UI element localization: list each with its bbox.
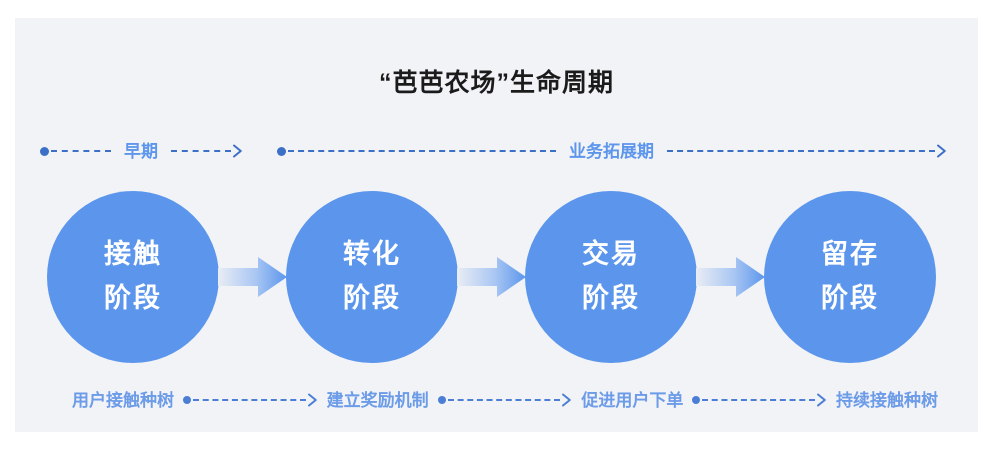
action-arrowhead-icon <box>307 393 317 407</box>
stage-label-line2: 阶段 <box>582 283 640 313</box>
action-connector-2 <box>437 393 573 407</box>
stage-circle-transaction[interactable]: 交易 阶段 <box>525 191 697 363</box>
action-connector-3 <box>692 393 827 407</box>
phase-dashed-line <box>171 150 231 152</box>
action-label-contact: 用户接触种树 <box>72 390 174 410</box>
stage-label-line1: 转化 <box>343 239 401 270</box>
flow-arrow-3 <box>696 254 766 300</box>
stage-label-line1: 交易 <box>582 239 640 270</box>
stage-label-line1: 接触 <box>104 239 162 270</box>
phase-segment-expansion: 业务拓展期 <box>277 134 947 168</box>
phase-dashed-line <box>667 150 935 152</box>
phase-label-early: 早期 <box>124 141 158 161</box>
phase-segment-early: 早期 <box>40 134 243 168</box>
action-arrowhead-icon <box>562 393 572 407</box>
action-connector-1 <box>183 393 318 407</box>
action-dashed-line <box>447 399 561 401</box>
stage-circle-conversion[interactable]: 转化 阶段 <box>286 191 458 363</box>
phase-arrowhead-icon <box>937 144 946 158</box>
action-dashed-line <box>193 399 306 401</box>
flow-arrow-1 <box>218 254 288 300</box>
phase-dashed-line <box>288 150 556 152</box>
action-arrowhead-icon <box>817 393 826 407</box>
action-start-dot-icon <box>692 396 701 404</box>
action-start-dot-icon <box>183 396 191 404</box>
stage-label-line2: 阶段 <box>343 283 401 313</box>
stage-circle-retention[interactable]: 留存 阶段 <box>764 191 936 363</box>
action-band: 用户接触种树 建立奖励机制 促进用户下单 <box>15 386 978 414</box>
stage-label-line2: 阶段 <box>104 283 162 313</box>
action-start-dot-icon <box>437 396 446 404</box>
phase-label-expansion: 业务拓展期 <box>569 141 654 161</box>
diagram-panel: “芭芭农场”生命周期 早期 业务拓展期 <box>15 18 978 432</box>
phase-start-dot-icon <box>40 146 49 156</box>
action-dashed-line <box>702 399 816 401</box>
action-label-order: 促进用户下单 <box>581 390 684 410</box>
phase-start-dot-icon <box>277 146 286 156</box>
page-title: “芭芭农场”生命周期 <box>378 69 614 97</box>
stage-label-line2: 阶段 <box>821 283 879 313</box>
action-label-reward: 建立奖励机制 <box>326 390 429 410</box>
action-label-retention: 持续接触种树 <box>836 390 939 410</box>
phase-arrowhead-icon <box>233 144 242 158</box>
stage-label-line1: 留存 <box>821 239 879 270</box>
phase-dashed-line <box>51 150 111 152</box>
flow-arrow-2 <box>457 254 527 300</box>
phase-band: 早期 业务拓展期 <box>15 134 978 168</box>
stage-circle-contact[interactable]: 接触 阶段 <box>47 191 219 363</box>
